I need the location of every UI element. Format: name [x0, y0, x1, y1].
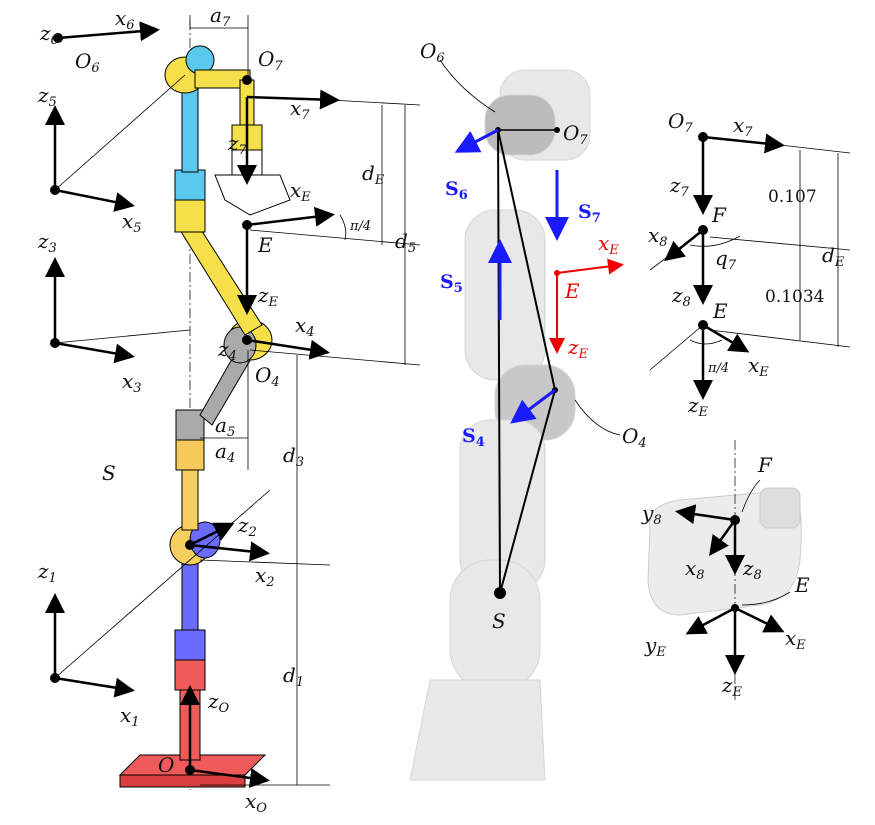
middle-labels: O6 O7 S6 S7 xE E S5 zE S4 O4 S	[420, 39, 647, 633]
rb-label-F: F	[757, 453, 773, 477]
rb-label-z8: z8	[742, 556, 762, 583]
label-xE: xE	[290, 178, 311, 205]
label-x1: x1	[120, 703, 140, 730]
m-label-O7: O7	[563, 121, 588, 148]
rb-label-yE: yE	[644, 633, 666, 660]
rt-label-E: E	[712, 299, 728, 323]
rt-label-q7: q7	[715, 246, 737, 273]
label-z6: z6	[39, 21, 59, 48]
label-zO: zO	[207, 689, 230, 716]
link-5	[179, 224, 263, 336]
middle-rendered-robot	[409, 59, 624, 781]
label-z4: z4	[217, 337, 237, 364]
label-x7: x7	[290, 96, 310, 123]
label-x4: x4	[295, 313, 315, 340]
m-label-S: S	[492, 609, 506, 633]
dim-0-107: 0.107	[768, 187, 817, 207]
rt-label-z8: z8	[671, 283, 691, 310]
rb-label-x8: x8	[685, 556, 705, 583]
rt-label-zE: zE	[687, 393, 709, 420]
dim-0-1034: 0.1034	[765, 287, 824, 307]
label-x3: x3	[122, 369, 142, 396]
screw-axis-S5: S5	[440, 271, 463, 296]
label-z7: z7	[227, 131, 248, 158]
label-xO: xO	[245, 789, 267, 816]
left-schematic-robot	[45, 15, 421, 790]
m-label-E: E	[564, 279, 580, 303]
m-label-zE: zE	[567, 335, 589, 362]
rb-label-y8: y8	[641, 501, 662, 528]
screw-axis-S4: S4	[462, 425, 485, 450]
rb-label-xE: xE	[785, 626, 806, 653]
end-effector	[214, 174, 291, 216]
label-a5: a5	[215, 413, 235, 440]
rt-label-F: F	[711, 203, 727, 227]
label-O: O	[158, 753, 174, 777]
label-z5: z5	[37, 83, 57, 110]
label-z2: z2	[237, 513, 257, 540]
right-top-frames	[649, 132, 851, 400]
label-x5: x5	[122, 209, 142, 236]
label-O4: O4	[255, 363, 280, 390]
label-dE: dE	[362, 161, 385, 188]
rt-label-xE: xE	[748, 353, 769, 380]
screw-axis-S6: S6	[445, 178, 468, 203]
label-x6: x6	[115, 6, 135, 33]
label-d5: d5	[395, 229, 416, 256]
label-a7: a7	[210, 3, 231, 30]
rt-label-x7: x7	[733, 113, 753, 140]
label-O6: O6	[75, 49, 100, 76]
label-a4: a4	[215, 439, 235, 466]
link-6	[181, 79, 199, 173]
label-E: E	[257, 233, 273, 257]
rt-label-O7: O7	[668, 109, 693, 136]
label-O7: O7	[258, 47, 283, 74]
m-label-xE: xE	[598, 231, 619, 258]
m-label-O4: O4	[622, 424, 647, 451]
label-zE: zE	[257, 283, 279, 310]
right-top-labels: O7 x7 z7 0.107 F x8 q7 dE z8 0.1034 E xE…	[648, 109, 845, 420]
screw-axis-S7: S7	[578, 201, 601, 226]
label-d1: d1	[283, 663, 304, 690]
rt-label-z7: z7	[669, 173, 690, 200]
rb-label-zE: zE	[721, 673, 743, 700]
m-label-O6: O6	[420, 39, 445, 66]
rt-label-x8: x8	[648, 223, 668, 250]
right-bottom-labels: F y8 x8 z8 E yE xE zE	[641, 453, 810, 700]
rt-label-dE: dE	[822, 243, 845, 270]
rb-label-E: E	[794, 573, 810, 597]
label-pi-over-4: π/4	[349, 219, 371, 234]
rt-label-pi-over-4: π/4	[707, 361, 729, 376]
label-d3: d3	[283, 443, 304, 470]
label-S: S	[102, 461, 116, 485]
label-z1: z1	[37, 559, 57, 586]
link-2	[181, 554, 199, 631]
label-z3: z3	[37, 229, 57, 256]
left-labels: z6 x6 a7 O6 O7 z5 x7 z7 xE dE d5 π/4 E x…	[37, 3, 416, 816]
label-x2: x2	[255, 563, 275, 590]
right-bottom-gripper	[647, 440, 802, 700]
